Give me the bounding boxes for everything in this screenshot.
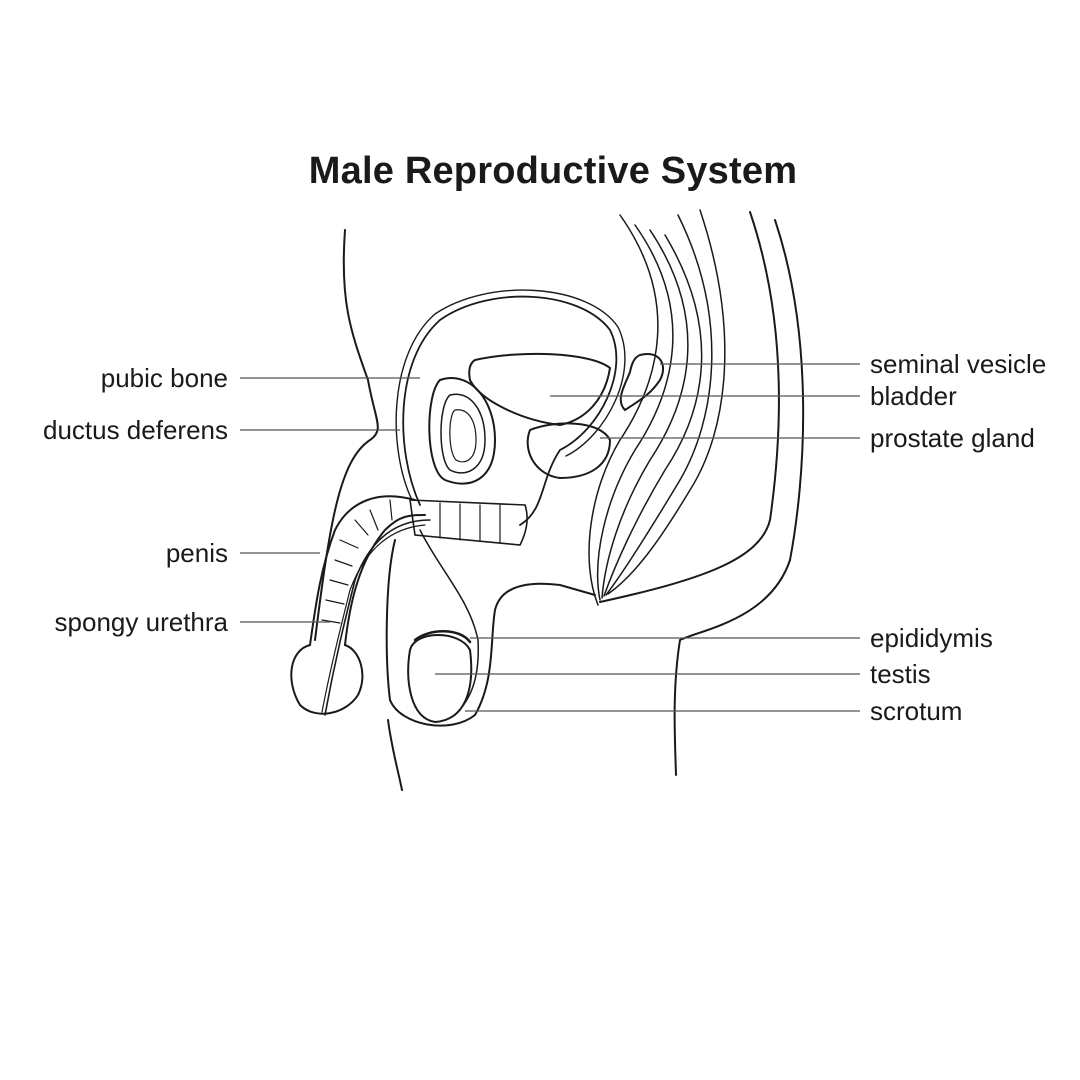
label-spongy-urethra: spongy urethra [54,607,228,637]
urethra-band [409,499,528,546]
label-seminal-vesicle: seminal vesicle [870,349,1047,379]
label-testis: testis [870,659,931,689]
penis-hatching [321,499,393,624]
label-pubic-bone: pubic bone [100,363,228,393]
thigh-outline [387,719,403,791]
back-outline-outer [673,219,805,776]
label-scrotum: scrotum [870,696,963,726]
testis-shape [407,634,473,724]
ductus-deferens-shape [402,295,618,526]
label-penis: penis [165,538,228,568]
back-outline-inner [599,211,780,603]
label-bladder: bladder [870,381,957,411]
label-epididymis: epididymis [870,623,993,653]
penis-shape [290,495,426,715]
body-front-outline [314,229,379,641]
scrotum-shape [385,539,596,727]
epididymis-shape [413,630,472,644]
spongy-urethra-shape [324,519,431,716]
seminal-vesicle-shape [619,353,665,412]
diagram-title: Male Reproductive System [308,150,798,192]
rectum-muscles [588,209,726,606]
label-prostate-gland: prostate gland [870,423,1035,453]
label-ductus-deferens: ductus deferens [42,415,228,445]
prostate-shape [526,422,612,480]
cord-line [419,529,479,716]
